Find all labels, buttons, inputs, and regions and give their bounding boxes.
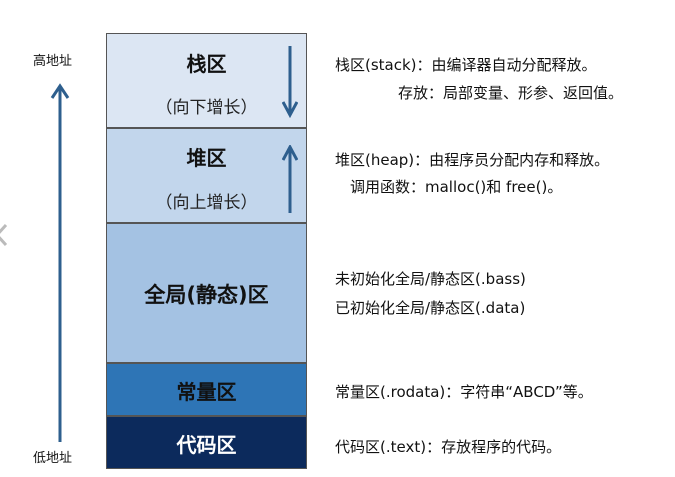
- constant-segment: 常量区: [106, 363, 307, 416]
- stack-segment-title: 栈区: [186, 52, 227, 76]
- chevron-left-icon[interactable]: [0, 222, 8, 248]
- stack-description-line1: 栈区(stack)：由编译器自动分配释放。: [335, 56, 597, 74]
- constant-segment-title: 常量区: [176, 380, 237, 404]
- stack-description-line2: 存放：局部变量、形参、返回值。: [398, 84, 624, 102]
- constant-description: 常量区(.rodata)：字符串“ABCD”等。: [335, 383, 593, 401]
- code-description: 代码区(.text)：存放程序的代码。: [335, 438, 562, 456]
- code-segment: 代码区: [106, 416, 307, 469]
- stack-segment-subtitle: （向下增长）: [155, 98, 258, 118]
- address-arrow-up-icon: [50, 83, 70, 442]
- stack-segment: 栈区 （向下增长）: [106, 33, 307, 128]
- low-address-label: 低地址: [33, 451, 73, 466]
- global-description-line1: 未初始化全局/静态区(.bass): [335, 270, 526, 288]
- global-description-line2: 已初始化全局/静态区(.data): [335, 299, 526, 317]
- arrow-down-icon: [282, 46, 298, 118]
- global-static-segment: 全局(静态)区: [106, 223, 307, 363]
- global-segment-title: 全局(静态)区: [144, 283, 269, 307]
- heap-description-line2: 调用函数：malloc()和 free()。: [350, 178, 563, 196]
- heap-segment: 堆区 （向上增长）: [106, 128, 307, 223]
- code-segment-title: 代码区: [176, 433, 237, 457]
- high-address-label: 高地址: [33, 54, 73, 69]
- arrow-up-icon: [282, 145, 298, 213]
- heap-description-line1: 堆区(heap)：由程序员分配内存和释放。: [335, 151, 610, 169]
- heap-segment-title: 堆区: [186, 146, 227, 170]
- heap-segment-subtitle: （向上增长）: [155, 193, 258, 213]
